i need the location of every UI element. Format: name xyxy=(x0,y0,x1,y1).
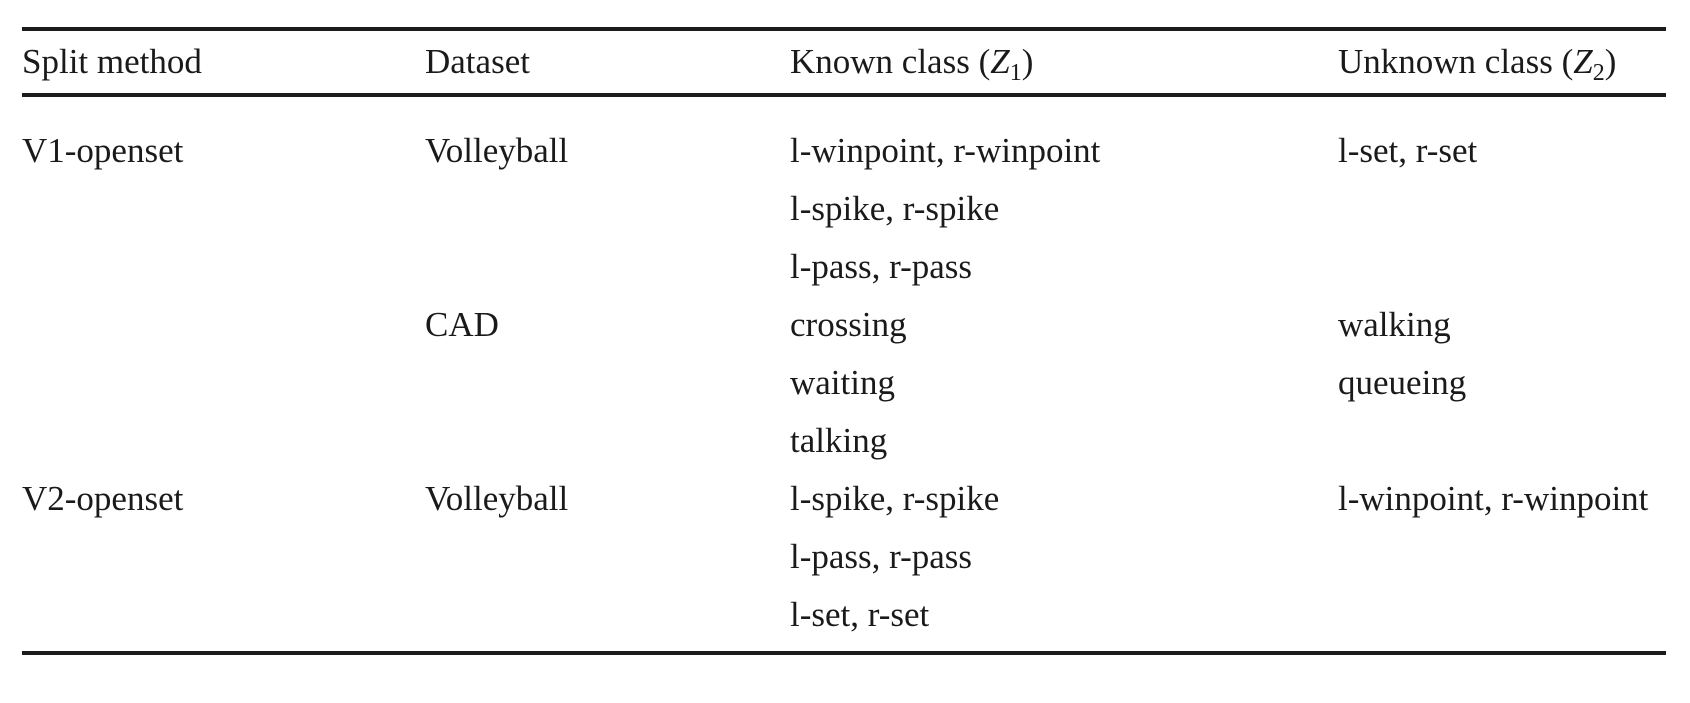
table-header-rule xyxy=(22,93,1666,97)
cell-dataset: CAD xyxy=(425,305,499,344)
cell-unknown-class: walking xyxy=(1338,305,1451,344)
column-header-dataset: Dataset xyxy=(425,42,530,81)
cell-split-method: V2-openset xyxy=(22,479,184,518)
table-row: waiting queueing xyxy=(22,354,1666,412)
unknown-class-symbol: Z xyxy=(1573,42,1593,81)
known-class-symbol: Z xyxy=(990,42,1010,81)
table-row: CAD crossing walking xyxy=(22,296,1666,354)
cell-dataset: Volleyball xyxy=(425,131,569,170)
cell-known-class: l-winpoint, r-winpoint xyxy=(790,131,1101,170)
cell-known-class: l-pass, r-pass xyxy=(790,537,973,576)
table-row: talking xyxy=(22,412,1666,470)
known-class-suffix: ) xyxy=(1021,42,1034,81)
cell-known-class: waiting xyxy=(790,363,895,402)
table-row: l-pass, r-pass xyxy=(22,528,1666,586)
unknown-class-subscript: 2 xyxy=(1592,60,1605,86)
table-row: l-pass, r-pass xyxy=(22,238,1666,296)
cell-known-class: l-spike, r-spike xyxy=(790,189,1000,228)
known-class-subscript: 1 xyxy=(1009,60,1022,86)
cell-known-class: talking xyxy=(790,421,888,460)
column-header-unknown-class: Unknown class (Z2) xyxy=(1338,42,1666,85)
cell-known-class: l-spike, r-spike xyxy=(790,479,1000,518)
table-header-row: Split method Dataset Known class (Z1) Un… xyxy=(22,31,1666,93)
table-top-rule xyxy=(22,27,1666,31)
openset-split-table: Split method Dataset Known class (Z1) Un… xyxy=(22,27,1666,655)
unknown-class-suffix: ) xyxy=(1604,42,1617,81)
cell-unknown-class: queueing xyxy=(1338,363,1467,402)
table-row: l-set, r-set xyxy=(22,586,1666,644)
column-header-known-class: Known class (Z1) xyxy=(790,42,1338,85)
cell-split-method: V1-openset xyxy=(22,131,184,170)
table-row: l-spike, r-spike xyxy=(22,180,1666,238)
cell-dataset: Volleyball xyxy=(425,479,569,518)
table-row: V2-openset Volleyball l-spike, r-spike l… xyxy=(22,470,1666,528)
cell-unknown-class: l-winpoint, r-winpoint xyxy=(1338,479,1649,518)
cell-known-class: l-pass, r-pass xyxy=(790,247,973,286)
column-header-split-method: Split method xyxy=(22,42,202,81)
cell-unknown-class: l-set, r-set xyxy=(1338,131,1478,170)
cell-known-class: crossing xyxy=(790,305,907,344)
cell-known-class: l-set, r-set xyxy=(790,595,930,634)
unknown-class-label: Unknown class ( xyxy=(1338,42,1574,81)
table-body: V1-openset Volleyball l-winpoint, r-winp… xyxy=(22,97,1666,651)
known-class-label: Known class ( xyxy=(790,42,991,81)
table-bottom-rule xyxy=(22,651,1666,655)
table-row: V1-openset Volleyball l-winpoint, r-winp… xyxy=(22,122,1666,180)
